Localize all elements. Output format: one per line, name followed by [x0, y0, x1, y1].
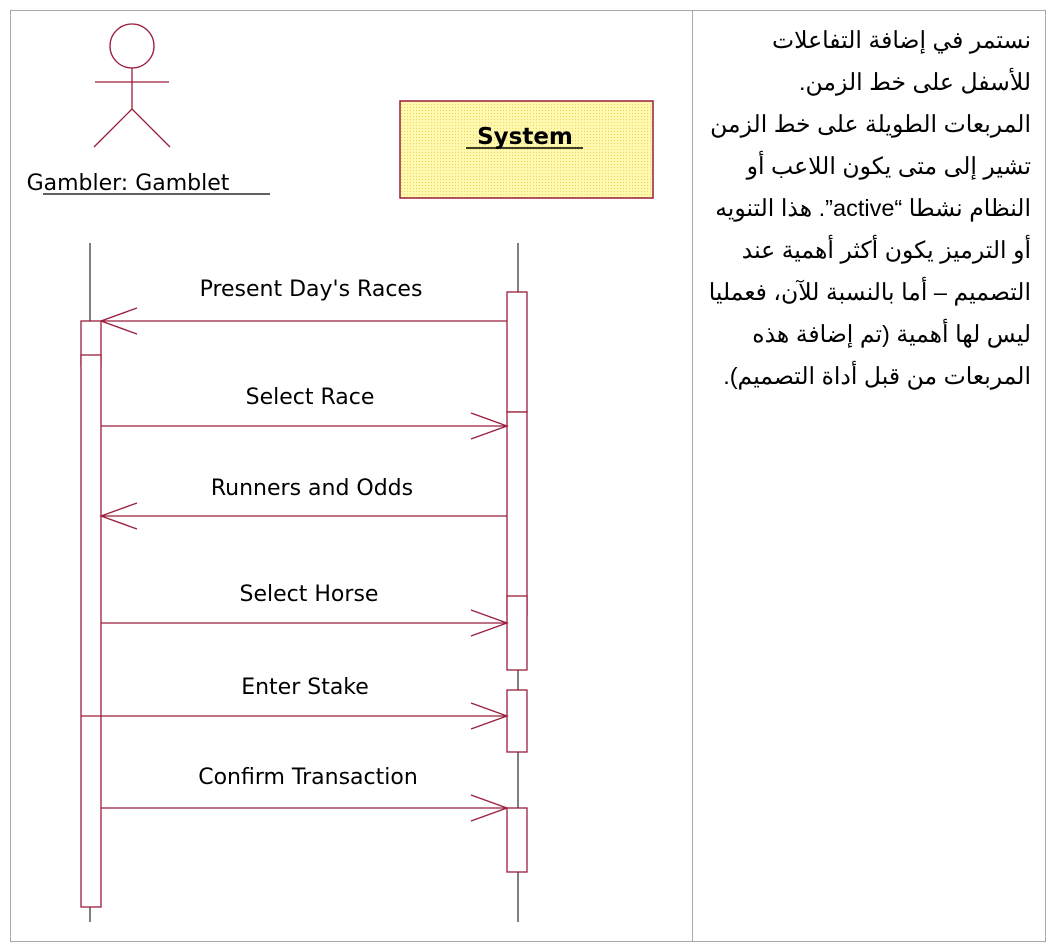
message-label: Select Horse — [240, 582, 379, 607]
arrowhead — [470, 794, 509, 822]
sequence-diagram: Gambler: Gamblet System — [11, 11, 692, 941]
system-activation-bar — [506, 807, 528, 873]
system-activation-bar — [506, 411, 528, 616]
column-divider — [692, 11, 693, 941]
system-box — [399, 100, 654, 199]
actor-figure — [93, 23, 171, 148]
description-text: نستمر في إضافة التفاعلات للأسفل على خط ا… — [693, 11, 1045, 941]
message-label: Enter Stake — [241, 675, 369, 700]
system-activation-bar — [506, 689, 528, 753]
message-label: Runners and Odds — [211, 476, 413, 501]
actor-label: Gambler: Gamblet — [27, 171, 230, 196]
description-paragraph: المربعات الطويلة على خط الزمن تشير إلى م… — [708, 111, 1031, 389]
system-activation-bar — [506, 595, 528, 671]
system-activation-bar — [506, 291, 528, 413]
arrowhead — [99, 502, 138, 530]
arrowhead — [99, 307, 138, 335]
description-paragraph: نستمر في إضافة التفاعلات للأسفل على خط ا… — [771, 27, 1031, 95]
message-label: Select Race — [246, 385, 375, 410]
arrowhead — [470, 702, 509, 730]
arrowhead — [470, 609, 509, 637]
actor-activation-bar — [80, 354, 102, 908]
arrowhead — [470, 412, 509, 440]
system-label: System — [477, 124, 573, 150]
message-label: Confirm Transaction — [198, 765, 418, 790]
message-label: Present Day's Races — [200, 277, 423, 302]
content-frame: Gambler: Gamblet System — [10, 10, 1046, 942]
